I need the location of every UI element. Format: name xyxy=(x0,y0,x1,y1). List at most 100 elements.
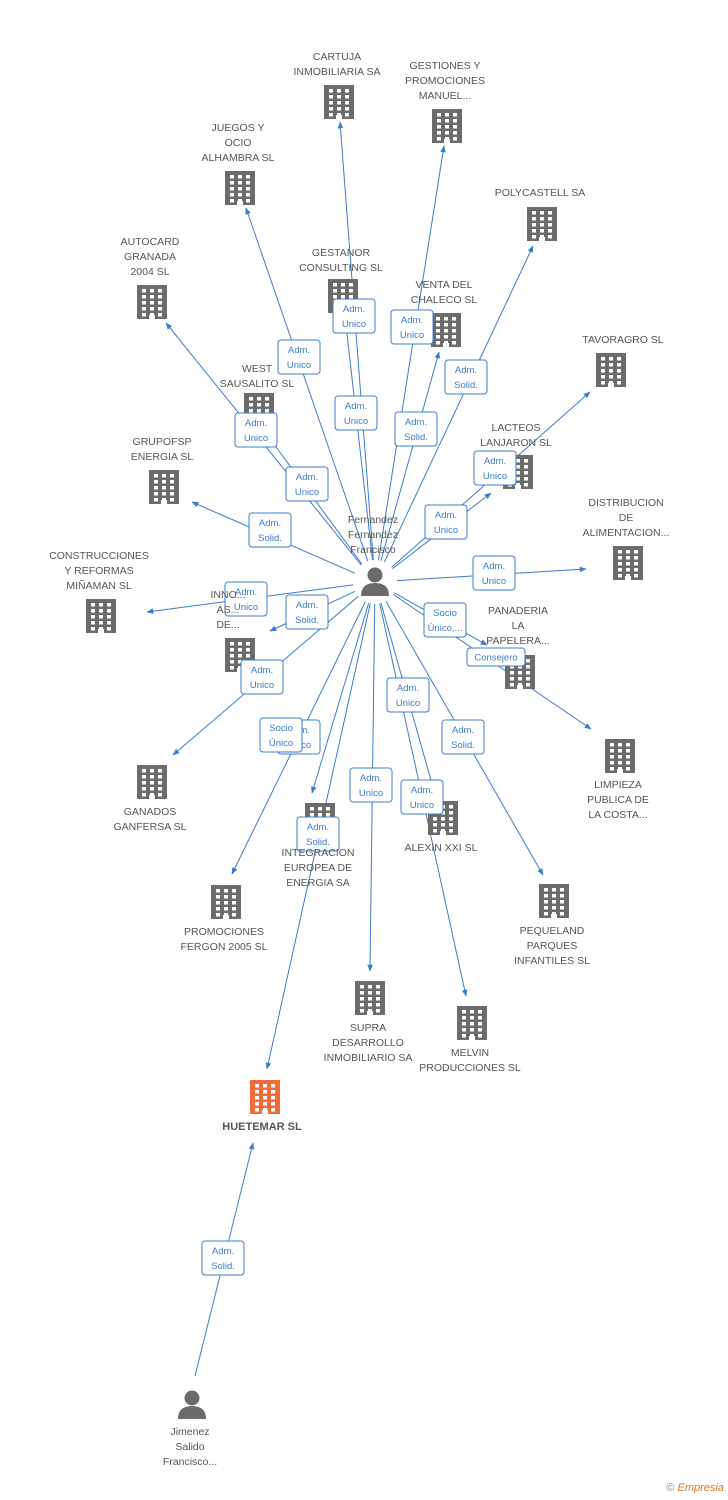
edge-label-text: Unico xyxy=(250,680,274,691)
edge-label-text: Único,... xyxy=(428,623,463,634)
edge-label-box xyxy=(259,717,303,753)
node-limpieza[interactable] xyxy=(605,739,635,773)
edge-label-text: Unico xyxy=(342,319,366,330)
edge-label-westsaus[interactable]: Adm.Unico xyxy=(285,466,329,502)
edge-label-text: Adm. xyxy=(296,600,318,611)
edge-label-distribucion[interactable]: Adm.Unico xyxy=(472,555,516,591)
edge-label-text: Solid. xyxy=(306,837,330,848)
edge-label-text: Adm. xyxy=(245,418,267,429)
edge-label-box xyxy=(349,767,393,803)
node-grupofsp[interactable] xyxy=(149,470,179,504)
edge-label-text: Unico xyxy=(287,360,311,371)
edge-label-box xyxy=(285,594,329,630)
edge-label-text: Adm. xyxy=(251,665,273,676)
edge-fernandez-juegos xyxy=(245,207,369,562)
edge-label-text: Adm. xyxy=(345,401,367,412)
edge-label-polycastell[interactable]: Adm.Solid. xyxy=(444,359,488,395)
edge-label-tavoragro[interactable]: Adm.Unico xyxy=(473,450,517,486)
edge-label-box xyxy=(444,359,488,395)
node-ganados[interactable] xyxy=(137,765,167,799)
edge-label-huetemar-jimenez[interactable]: Adm.Solid. xyxy=(201,1240,245,1276)
edge-label-box xyxy=(248,512,292,548)
edge-label-limpieza[interactable]: Consejero xyxy=(466,647,526,667)
edge-label-text: Unico xyxy=(410,800,434,811)
node-gestiones[interactable] xyxy=(432,109,462,143)
edge-label-text: Adm. xyxy=(405,417,427,428)
node-label-alexin: ALEXIN XXI SL xyxy=(405,842,478,854)
edge-label-panaderia[interactable]: SocioÚnico,... xyxy=(423,602,467,638)
node-distribucion[interactable] xyxy=(613,546,643,580)
edge-label-box xyxy=(332,298,376,334)
edge-label-autocard[interactable]: Adm. Unico xyxy=(234,412,278,448)
edge-label-ventadel[interactable]: Adm. Solid. xyxy=(394,411,438,447)
edge-label-gestiones[interactable]: Adm.Unico xyxy=(390,309,434,345)
edge-label-text: Socio xyxy=(433,608,457,619)
edge-label-text: Unico xyxy=(396,698,420,709)
edge-label-text: Adm. xyxy=(259,518,281,529)
edge-label-pequeland[interactable]: Adm.Solid. xyxy=(441,719,485,755)
edge-label-text: Adm. xyxy=(484,456,506,467)
node-ventadel[interactable] xyxy=(431,313,461,347)
copyright-icon: © xyxy=(666,1482,675,1494)
edge-label-text: Unico xyxy=(400,330,424,341)
node-huetemar[interactable] xyxy=(250,1080,280,1114)
node-melvin[interactable] xyxy=(457,1006,487,1040)
brand-name: Empresia xyxy=(677,1482,724,1494)
node-cartuja[interactable] xyxy=(324,85,354,119)
edge-label-box xyxy=(441,719,485,755)
node-jimenez[interactable] xyxy=(178,1390,206,1420)
node-supra[interactable] xyxy=(355,981,385,1015)
edge-label-melvin[interactable]: Adm.Unico xyxy=(400,779,444,815)
edge-label-box xyxy=(334,395,378,431)
edge-label-text: Adm. xyxy=(435,510,457,521)
edge-label-box xyxy=(473,450,517,486)
edge-label-cartuja[interactable]: Adm.Unico xyxy=(332,298,376,334)
edge-label-construcciones[interactable]: Adm.Unico xyxy=(224,581,268,617)
node-promociones[interactable] xyxy=(211,885,241,919)
edge-label-text: Unico xyxy=(244,433,268,444)
edge-label-box xyxy=(394,411,438,447)
edge-label-supra[interactable]: Adm.Unico xyxy=(349,767,393,803)
edge-label-text: Adm. xyxy=(360,773,382,784)
edge-label-text: Adm. xyxy=(307,822,329,833)
edge-label-huetemar[interactable]: Adm. Solid. xyxy=(296,816,340,852)
edge-label-juegos[interactable]: Adm.Unico xyxy=(277,339,321,375)
edge-label-grupofsp[interactable]: Adm.Solid. xyxy=(248,512,292,548)
edge-label-alexin[interactable]: Adm. Unico xyxy=(386,677,430,713)
edge-label-box xyxy=(201,1240,245,1276)
edge-label-text: Consejero xyxy=(474,653,517,664)
edge-label-ganados[interactable]: Adm. Unico xyxy=(240,659,284,695)
node-pequeland[interactable] xyxy=(539,884,569,918)
edge-label-text: Adm. xyxy=(455,365,477,376)
node-construcciones[interactable] xyxy=(86,599,116,633)
edge-label-text: Adm. xyxy=(296,472,318,483)
edge-label-innova[interactable]: Adm.Solid. xyxy=(285,594,329,630)
edge-fernandez-polycastell xyxy=(383,245,534,563)
edge-label-text: Adm. xyxy=(397,683,419,694)
node-fernandez[interactable] xyxy=(361,567,389,597)
node-polycastell[interactable] xyxy=(527,207,557,241)
edge-label-gestanor[interactable]: Adm.Unico xyxy=(334,395,378,431)
node-autocard[interactable] xyxy=(137,285,167,319)
node-tavoragro[interactable] xyxy=(596,353,626,387)
edge-label-lacteos[interactable]: Adm.Unico xyxy=(424,504,468,540)
edge-fernandez-integracion xyxy=(311,602,370,794)
edge-label-text: Unico xyxy=(234,602,258,613)
node-juegos[interactable] xyxy=(225,171,255,205)
edge-label-text: Solid. xyxy=(404,432,428,443)
edge-label-box xyxy=(277,339,321,375)
edge-label-box xyxy=(423,602,467,638)
